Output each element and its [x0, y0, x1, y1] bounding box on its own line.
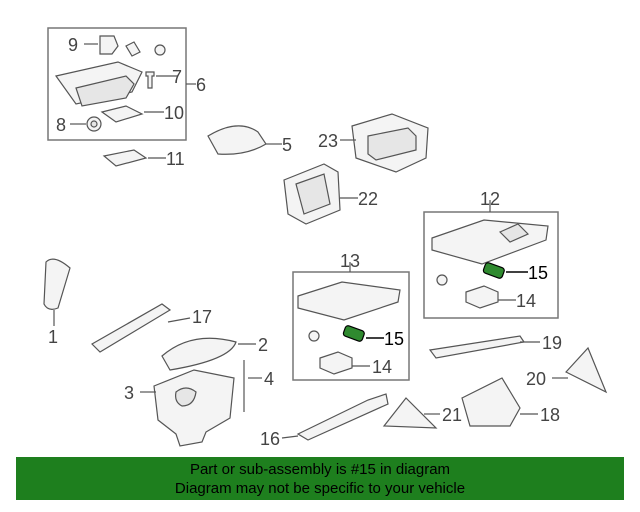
part-14-clip-lower — [319, 351, 353, 375]
part-2-lid — [161, 337, 237, 371]
part-3-console-cupholder — [175, 387, 197, 407]
part-1-trim — [43, 258, 71, 310]
part-11-mat — [102, 149, 148, 167]
callout-9: 9 — [68, 35, 78, 55]
part-20-bracket — [565, 346, 608, 394]
leader-lines — [53, 43, 568, 439]
callout-5: 5 — [282, 135, 292, 155]
callout-21: 21 — [442, 405, 462, 425]
group-box-12 — [423, 211, 559, 319]
callout-2: 2 — [258, 335, 268, 355]
callout-22: 22 — [358, 189, 378, 209]
note-line-1: Part or sub-assembly is #15 in diagram — [189, 461, 451, 478]
part-7-screw — [145, 71, 155, 89]
part-13-screw — [308, 330, 320, 342]
part-19-tray — [428, 335, 526, 359]
part-13-panel — [297, 281, 401, 321]
callout-6: 6 — [196, 75, 206, 95]
callout-13: 13 — [340, 251, 360, 271]
part-14-clip-upper — [465, 285, 499, 309]
callout-3: 3 — [124, 383, 134, 403]
callout-11: 11 — [166, 149, 185, 169]
callout-7: 7 — [172, 67, 182, 87]
part-storage-bin-inner — [75, 75, 135, 107]
part-15-highlighted-lower — [342, 325, 365, 342]
part-10-mat — [100, 105, 144, 123]
part-16-sill — [296, 393, 389, 441]
part-21-panel — [382, 397, 438, 429]
part-22-tray-inner — [295, 173, 331, 215]
part-17-strip — [91, 303, 172, 353]
part-12-panel-bump — [498, 223, 530, 243]
part-8-knob-center — [90, 120, 98, 128]
callout-12: 12 — [480, 189, 500, 209]
callout-1: 1 — [48, 327, 58, 347]
callout-20: 20 — [526, 369, 546, 389]
callout-10: 10 — [164, 103, 184, 123]
part-15-highlighted-upper — [482, 262, 505, 279]
callout-14-upper: 14 — [516, 291, 536, 311]
part-23-bracket-slots — [367, 127, 417, 161]
callout-14-lower: 14 — [372, 357, 392, 377]
part-9-clip — [99, 35, 119, 55]
part-small-cylinder — [125, 41, 141, 57]
group-box-13 — [292, 271, 410, 381]
part-3-console — [153, 369, 235, 447]
diagram-note-banner: Part or sub-assembly is #15 in diagram D… — [16, 457, 624, 500]
part-5-lid — [207, 125, 267, 155]
callout-18: 18 — [540, 405, 560, 425]
callout-19: 19 — [542, 333, 562, 353]
callout-4: 4 — [264, 369, 274, 389]
callout-17: 17 — [192, 307, 212, 327]
callout-8: 8 — [56, 115, 66, 135]
note-line-2: Diagram may not be specific to your vehi… — [174, 480, 466, 497]
callout-23: 23 — [318, 131, 338, 151]
callout-16: 16 — [260, 429, 280, 449]
callout-15-lower: 15 — [384, 329, 404, 349]
part-12-screw — [436, 274, 448, 286]
parts-diagram: 9 7 6 8 10 11 5 23 22 12 13 15 14 15 14 … — [43, 27, 608, 449]
part-18-housing — [461, 377, 521, 427]
callout-15-upper: 15 — [528, 263, 548, 283]
part-screw-top — [154, 44, 166, 56]
part-12-panel — [431, 219, 549, 265]
